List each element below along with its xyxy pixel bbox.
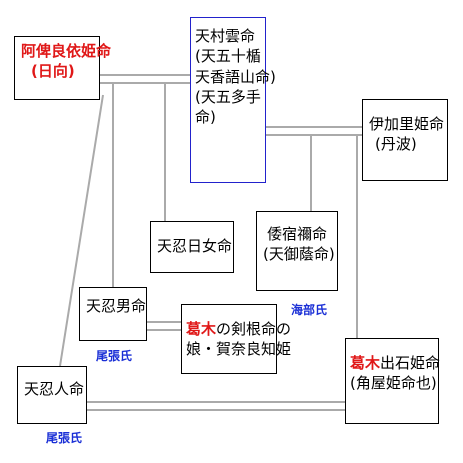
node-amemurakumo-line-5: 命)	[195, 108, 216, 126]
node-katsuragi-musume-rest: の剣根命の	[216, 320, 292, 338]
tag-owari-clan-2: 尾張氏	[46, 431, 83, 445]
descent-line-ameoshihito	[59, 94, 104, 367]
node-amemurakumo-line-1: 天村雲命	[195, 27, 256, 45]
node-yamato-sub: (天御蔭命)	[263, 245, 335, 264]
node-ikari-hime: 伊加里姫命 (丹波)	[362, 99, 448, 181]
node-ahira-sub: (日向)	[31, 62, 75, 81]
node-ameoshihime-name: 天忍日女命	[157, 237, 233, 255]
node-ameoshio: 天忍男命	[79, 287, 147, 341]
node-ahira-hime: 阿俾良依姫命 (日向)	[14, 36, 112, 100]
node-katsuragi-musume-line-2: 娘・賀奈良知姫	[186, 340, 292, 359]
node-ameoshio-name: 天忍男命	[86, 297, 147, 315]
node-ameoshihito: 天忍人命	[17, 366, 87, 424]
node-katsuragi-musume-line-1: 葛木の剣根命の	[186, 319, 291, 339]
node-ikari-sub: (丹波)	[375, 135, 417, 154]
node-amemurakumo-line-2: (天五十楯	[195, 47, 261, 66]
tag-owari-clan-1: 尾張氏	[96, 349, 133, 363]
node-yamato-sukune: 倭宿禰命 (天御蔭命)	[256, 211, 338, 291]
node-amemurakumo: 天村雲命 (天五十楯 天香語山命) (天五多手 命)	[190, 17, 276, 183]
node-katsuragi-musume-prefix: 葛木	[186, 320, 217, 338]
node-katsuragi-ide-line-2: (角屋姫命也)	[350, 374, 437, 393]
node-amemurakumo-line-3: 天香語山命)	[195, 67, 276, 86]
node-katsuragi-ide-prefix: 葛木	[350, 354, 381, 372]
node-katsuragi-izushi-hime: 葛木出石姫命 (角屋姫命也)	[345, 338, 440, 424]
node-ahira-name: 阿俾良依姫命	[21, 42, 112, 60]
node-ameoshihime: 天忍日女命	[150, 221, 234, 273]
node-amemurakumo-line-4: (天五多手	[195, 87, 261, 106]
tag-ama-clan: 海部氏	[291, 303, 328, 317]
node-yamato-name: 倭宿禰命	[267, 225, 328, 243]
node-katsuragi-ide-line-1: 葛木出石姫命	[350, 353, 440, 373]
node-katsuragi-ide-rest: 出石姫命	[380, 354, 441, 372]
node-ameoshihito-name: 天忍人命	[24, 380, 85, 398]
node-katsuragi-tsurugine-musume: 葛木の剣根命の 娘・賀奈良知姫	[181, 304, 292, 374]
node-ikari-name: 伊加里姫命	[369, 115, 445, 133]
